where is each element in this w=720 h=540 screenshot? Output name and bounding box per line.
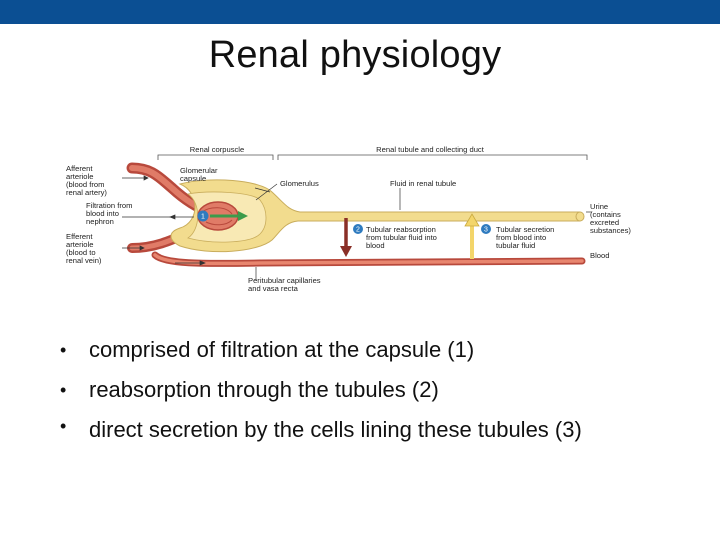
slide-title: Renal physiology: [208, 34, 502, 76]
bracket-renal-tubule: [277, 154, 588, 160]
bullet-dot-icon: •: [60, 340, 67, 360]
reabsorption-arrow: [340, 218, 352, 257]
step-1-number: 1: [201, 214, 205, 221]
secretion-arrow: [464, 213, 480, 259]
step-2-marker: 2: [353, 224, 363, 234]
step-2-number: 2: [356, 227, 360, 234]
bullet-text: reabsorption through the tubules (2): [89, 377, 439, 402]
label-urine: Urine (contains excreted substances): [590, 202, 631, 235]
label-renal-corpuscle: Renal corpuscle: [190, 145, 244, 154]
pointer-lines: [122, 175, 592, 280]
bracket-renal-corpuscle: [157, 154, 274, 160]
label-filtration: Filtration from blood into nephron: [86, 201, 135, 226]
bullet-item: • reabsorption through the tubules (2): [60, 370, 700, 410]
label-glomerular-capsule: Glomerular capsule: [180, 166, 220, 183]
label-afferent: Afferent arteriole (blood from renal art…: [66, 164, 107, 197]
label-renal-tubule: Renal tubule and collecting duct: [376, 145, 485, 154]
filtration-arrow: [210, 211, 248, 221]
label-tubular-secretion: Tubular secretion from blood into tubula…: [496, 225, 557, 250]
step-1-marker: 1: [197, 210, 209, 222]
label-efferent: Efferent arteriole (blood to renal vein): [66, 232, 102, 265]
bullet-dot-icon: •: [60, 380, 67, 400]
label-tubular-reabsorption: Tubular reabsorption from tubular fluid …: [366, 225, 439, 250]
label-glomerulus: Glomerulus: [280, 179, 319, 188]
label-fluid-in-tubule: Fluid in renal tubule: [390, 179, 456, 188]
bullet-item: • direct secretion by the cells lining th…: [60, 410, 700, 446]
label-blood: Blood: [590, 251, 609, 260]
bullet-item: • comprised of filtration at the capsule …: [60, 330, 700, 370]
bullet-list: • comprised of filtration at the capsule …: [60, 330, 700, 446]
bullet-text: direct secretion by the cells lining the…: [89, 417, 582, 442]
step-3-number: 3: [484, 227, 488, 234]
top-banner: [0, 0, 720, 24]
bullet-text: comprised of filtration at the capsule (…: [89, 337, 475, 362]
nephron-diagram: Renal corpuscle Renal tubule and collect…: [66, 145, 631, 293]
label-peritubular: Peritubular capillaries and vasa recta: [248, 276, 323, 293]
bullet-dot-icon: •: [60, 416, 67, 436]
step-3-marker: 3: [481, 224, 491, 234]
